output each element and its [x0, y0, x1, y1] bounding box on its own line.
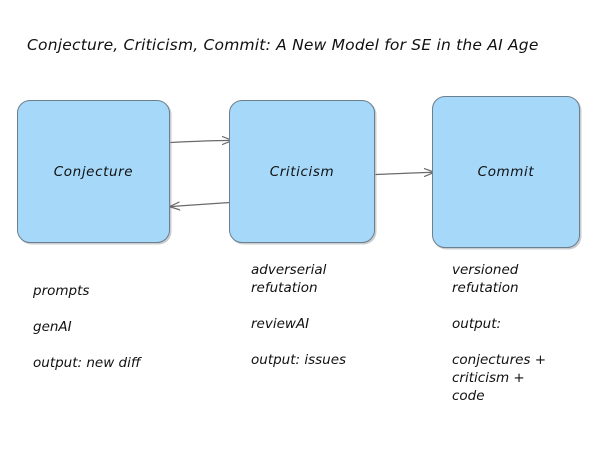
annotation-line: genAI: [33, 318, 72, 335]
stage-box-commit[interactable]: Commit: [432, 96, 580, 248]
annotations-conjecture: prompts genAI output: new diff: [33, 283, 223, 373]
diagram-title: Conjecture, Criticism, Commit: A New Mod…: [27, 36, 539, 54]
stage-box-criticism[interactable]: Criticism: [229, 100, 375, 243]
annotations-criticism: adverserial refutation reviewAI output: …: [251, 262, 431, 370]
annotation-line: output:: [452, 315, 502, 332]
annotation-line: prompts: [33, 283, 90, 299]
annotation-line: adverserial refutation: [251, 262, 327, 296]
arrow-criticism-to-commit: [375, 172, 434, 174]
annotations-commit: versioned refutation output: conjectures…: [452, 262, 597, 406]
stage-label-criticism: Criticism: [269, 163, 335, 180]
stage-label-commit: Commit: [477, 164, 535, 180]
annotation-line: output: new diff: [33, 354, 141, 371]
arrow-conjecture-to-criticism: [170, 140, 232, 142]
stage-box-conjecture[interactable]: Conjecture: [17, 100, 170, 243]
annotation-line: conjectures + criticism + code: [452, 351, 547, 404]
stage-label-conjecture: Conjecture: [53, 163, 134, 180]
annotation-line: output: issues: [251, 351, 347, 368]
arrow-criticism-to-conjecture: [170, 203, 231, 207]
annotation-line: reviewAI: [251, 315, 310, 332]
annotation-line: versioned refutation: [452, 262, 519, 296]
